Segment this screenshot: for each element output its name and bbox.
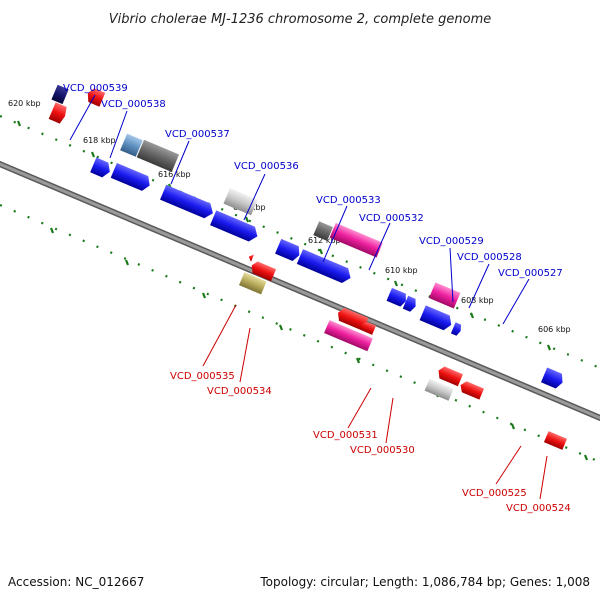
outer-scale-track xyxy=(0,114,600,370)
feature-red-c[interactable] xyxy=(458,380,485,400)
feature-blue-d[interactable] xyxy=(275,238,302,263)
feature-vcd-000535[interactable] xyxy=(249,260,277,282)
inner-scale-track xyxy=(0,203,600,464)
chromosome-backbone xyxy=(0,160,600,422)
feature-blue-a[interactable] xyxy=(90,157,113,180)
reverse-gene-labels: VCD_000535 VCD_000534 VCD_000531 VCD_000… xyxy=(170,371,571,514)
feature-blue-g[interactable] xyxy=(450,322,463,336)
feature-vcd-000528[interactable] xyxy=(428,282,461,309)
feature-vcd-000525[interactable] xyxy=(436,365,463,387)
feature-vcd-000529[interactable] xyxy=(386,287,409,308)
feature-edge-navy[interactable] xyxy=(51,84,69,105)
summary-text: Topology: circular; Length: 1,086,784 bp… xyxy=(259,575,590,589)
gene-label-vcd-000531[interactable]: VCD_000531 xyxy=(313,430,378,441)
feature-vcd-000532[interactable] xyxy=(329,222,383,258)
gene-label-vcd-000528[interactable]: VCD_000528 xyxy=(457,252,522,263)
gene-label-vcd-000535[interactable]: VCD_000535 xyxy=(170,371,235,382)
feature-vcd-000538[interactable] xyxy=(136,139,180,172)
gene-label-vcd-000537[interactable]: VCD_000537 xyxy=(165,129,230,140)
gene-label-vcd-000527[interactable]: VCD_000527 xyxy=(498,268,563,279)
tick-label-616kbp: 616 kbp xyxy=(158,170,191,179)
gene-label-vcd-000536[interactable]: VCD_000536 xyxy=(234,161,299,172)
feature-blue-b[interactable] xyxy=(110,162,153,193)
gene-label-vcd-000524[interactable]: VCD_000524 xyxy=(506,503,571,514)
feature-blue-f[interactable] xyxy=(402,295,419,313)
feature-vcd-000537[interactable] xyxy=(160,184,216,221)
reverse-strand-features xyxy=(51,84,568,450)
feature-vcd-000530[interactable] xyxy=(324,320,373,352)
gene-label-vcd-000533[interactable]: VCD_000533 xyxy=(316,195,381,206)
feature-vcd-000524[interactable] xyxy=(424,378,454,401)
forward-gene-labels: VCD_000539 VCD_000538 VCD_000537 VCD_000… xyxy=(63,83,563,279)
tick-label-606kbp: 606 kbp xyxy=(538,325,571,334)
feature-blue-e[interactable] xyxy=(296,249,354,285)
gene-label-vcd-000525[interactable]: VCD_000525 xyxy=(462,488,527,499)
feature-vcd-000535-small[interactable] xyxy=(247,253,255,262)
feature-edge-red-end[interactable] xyxy=(543,431,568,450)
tick-label-608kbp: 608 kbp xyxy=(461,296,494,305)
feature-vcd-000531[interactable] xyxy=(335,306,369,331)
tick-label-612kbp: 612 kbp xyxy=(308,236,341,245)
blue-strand-features xyxy=(90,157,566,391)
feature-vcd-000533[interactable] xyxy=(313,221,333,241)
feature-edge-red-rev[interactable] xyxy=(85,87,106,107)
feature-vcd-000539[interactable] xyxy=(120,133,143,157)
gene-label-vcd-000532[interactable]: VCD_000532 xyxy=(359,213,424,224)
tick-label-620kbp: 620 kbp xyxy=(8,99,41,108)
gene-label-vcd-000534[interactable]: VCD_000534 xyxy=(207,386,272,397)
feature-vcd-000527[interactable] xyxy=(419,305,455,332)
forward-callouts xyxy=(69,94,530,325)
feature-edge-red[interactable] xyxy=(48,102,69,124)
feature-blue-c[interactable] xyxy=(210,210,260,243)
feature-blue-h[interactable] xyxy=(540,367,566,391)
gene-label-vcd-000539[interactable]: VCD_000539 xyxy=(63,83,128,94)
accession-text: Accession: NC_012667 xyxy=(8,575,144,589)
map-title: Vibrio cholerae MJ-1236 chromosome 2, co… xyxy=(109,12,491,27)
gene-label-vcd-000529[interactable]: VCD_000529 xyxy=(419,236,484,247)
reverse-callouts xyxy=(202,304,548,500)
gene-label-vcd-000530[interactable]: VCD_000530 xyxy=(350,445,415,456)
feature-red-b[interactable] xyxy=(359,320,377,335)
tick-label-610kbp: 610 kbp xyxy=(385,266,418,275)
feature-vcd-000534[interactable] xyxy=(238,272,267,295)
gene-label-vcd-000538[interactable]: VCD_000538 xyxy=(101,99,166,110)
tick-label-618kbp: 618 kbp xyxy=(83,136,116,145)
